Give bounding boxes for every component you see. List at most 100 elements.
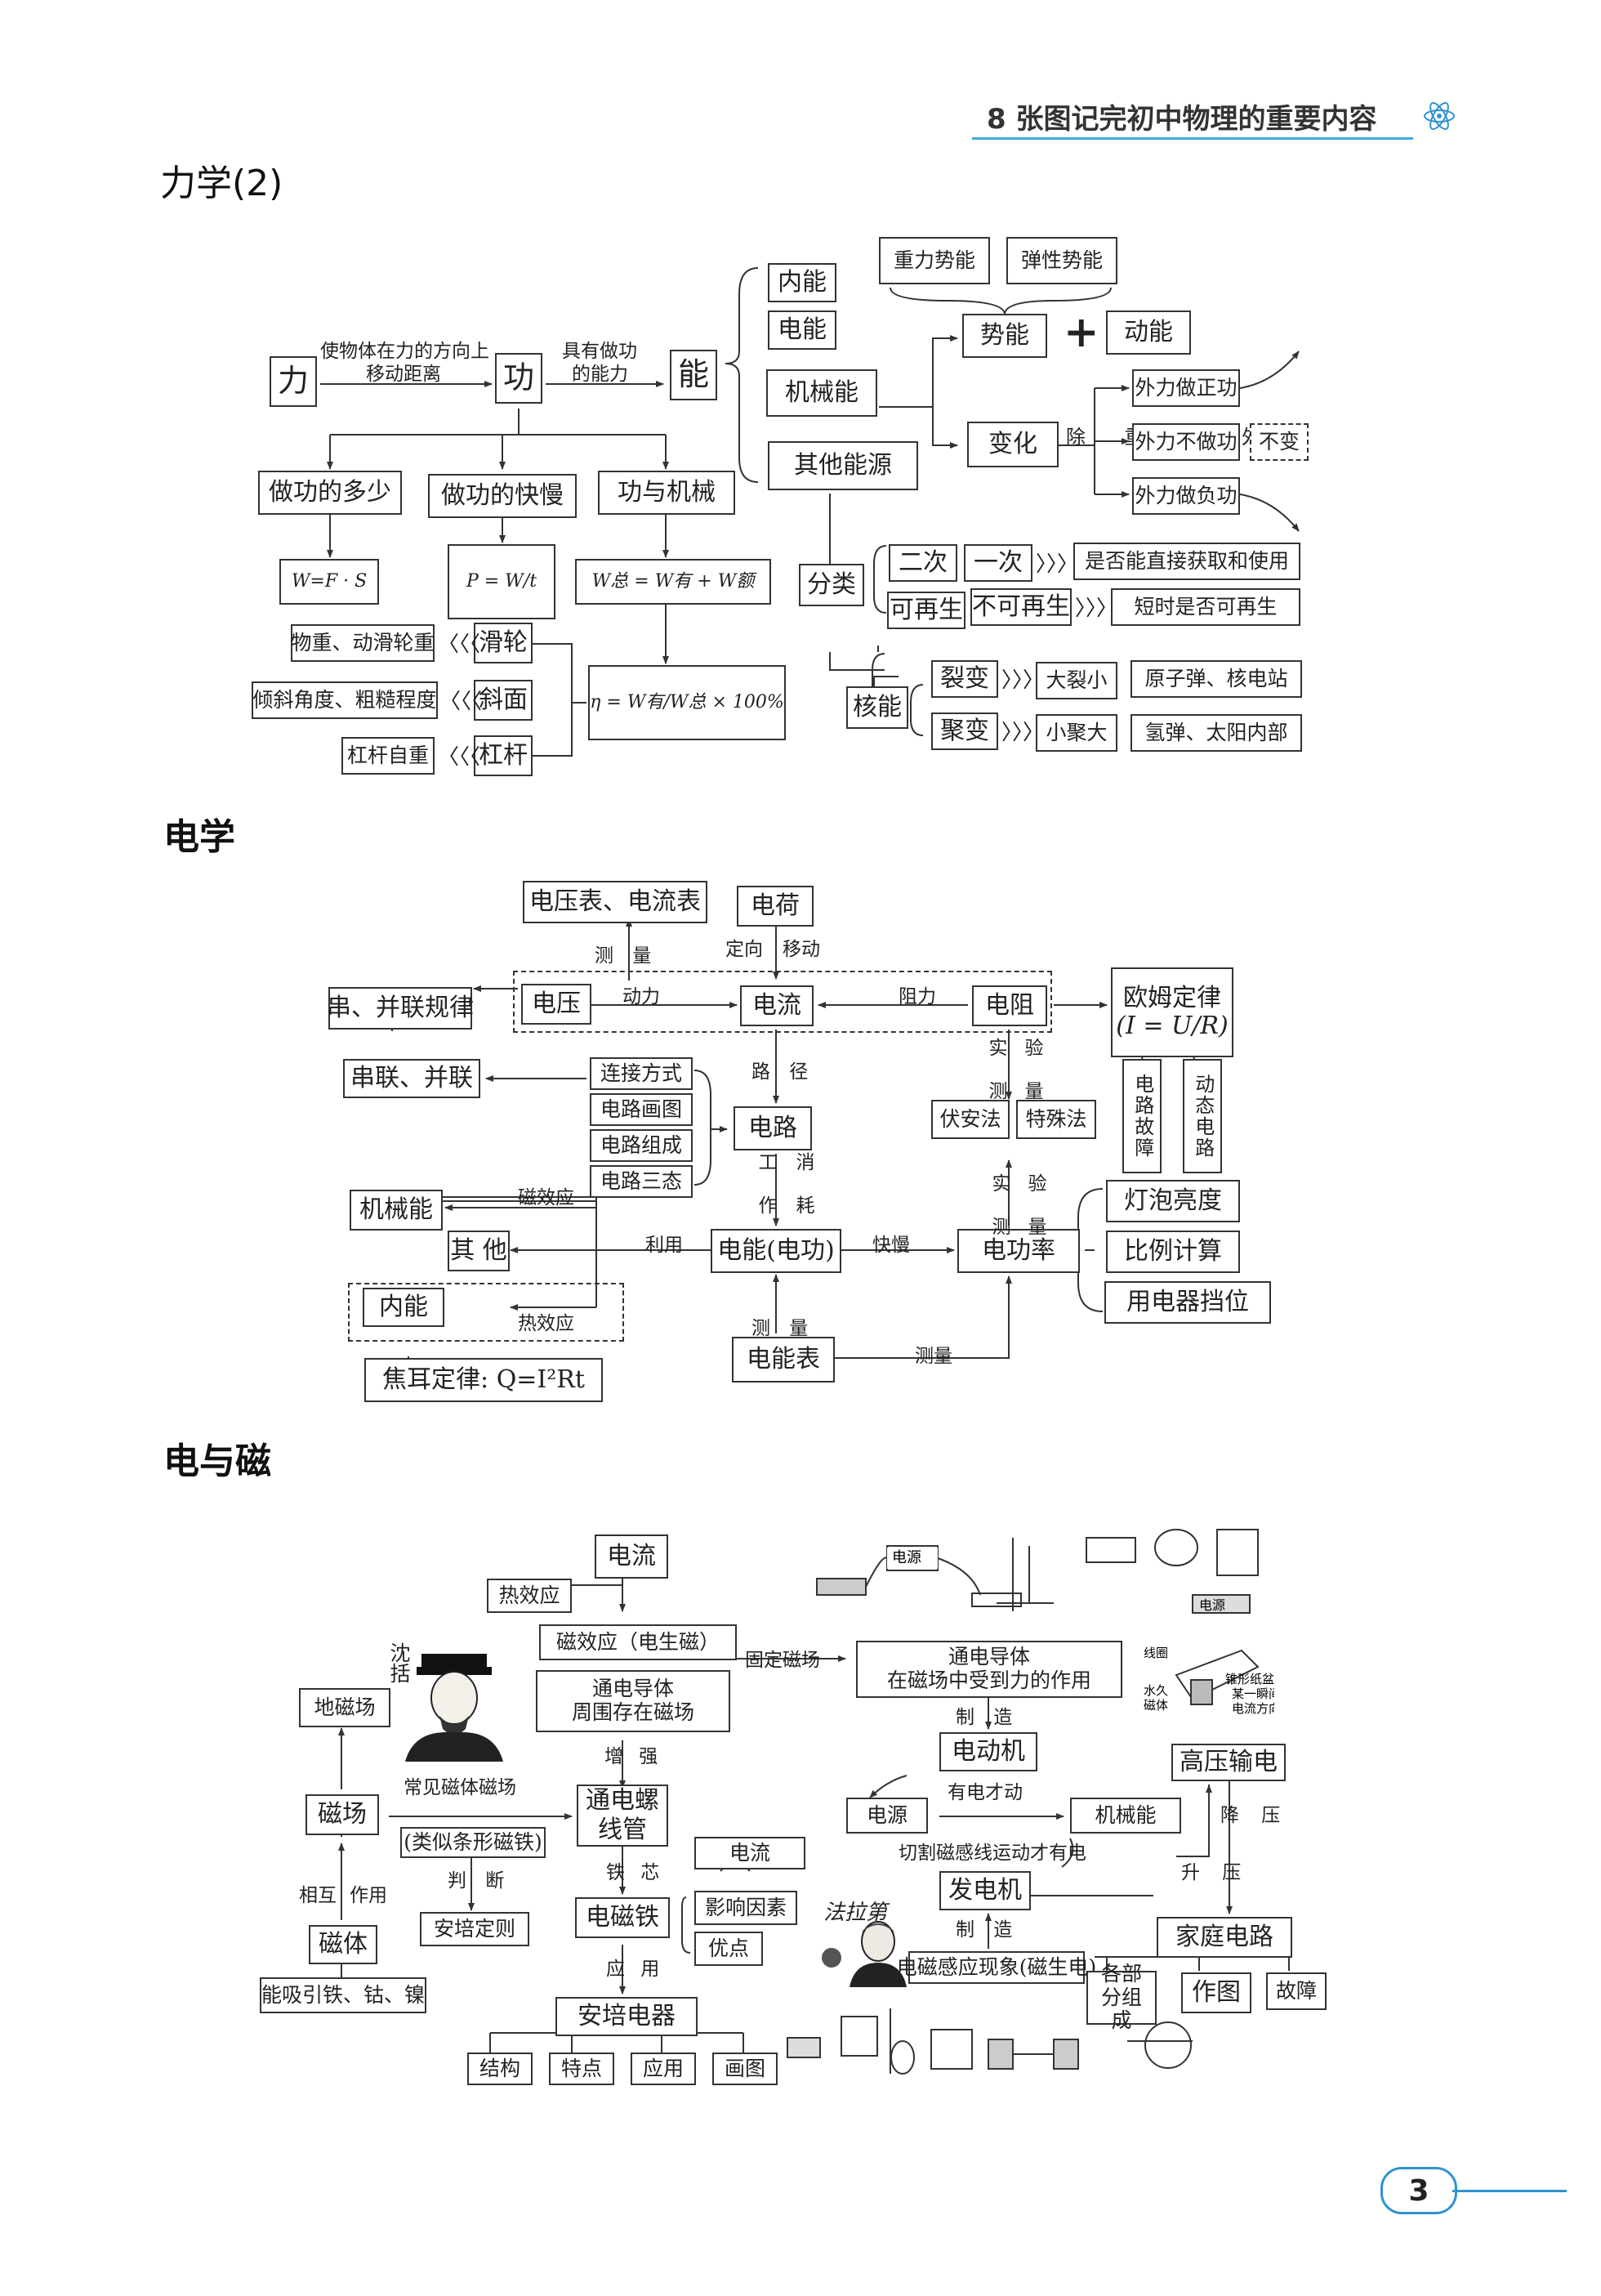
- conductor-field-line2: 周围存在磁场: [571, 1700, 694, 1724]
- electric-work-box: 电能(电功): [711, 1229, 841, 1273]
- faraday-label: 法拉第: [823, 1901, 888, 1925]
- neineng-box: 内能: [768, 263, 836, 302]
- ratio-calc-box: 比例计算: [1106, 1231, 1240, 1273]
- dashed-group-heat: [348, 1283, 624, 1342]
- gong-def-line2: 移动距离: [366, 364, 441, 385]
- ohms-law-title: 欧姆定律: [1123, 983, 1221, 1012]
- pic-coil-label: 线圈: [1144, 1646, 1168, 1660]
- energy-meter-box: 电能表: [732, 1337, 835, 1383]
- dongneng-box: 动能: [1106, 310, 1191, 355]
- judge-label: 判 断: [448, 1870, 511, 1892]
- cutting-lines-label: 切割磁感线运动才有电: [899, 1843, 1086, 1864]
- neng-box: 能: [670, 350, 717, 400]
- measure-left-label: 实 测: [985, 1038, 1006, 1101]
- conductor-field-box: 通电导体 周围存在磁场: [536, 1670, 730, 1732]
- big-split-box: 大裂小: [1036, 662, 1117, 699]
- pic-power-label: 电源: [892, 1549, 921, 1566]
- magnet-box: 磁体: [309, 1925, 377, 1964]
- gong-machine-box: 功与机械: [598, 471, 735, 515]
- power-to-move-label: 有电才动: [948, 1782, 1023, 1803]
- measure-line-label: 测量: [915, 1346, 952, 1367]
- joule-law-box: 焦耳定律: Q=I²Rt: [364, 1358, 603, 1402]
- formula-p-wt: P = W/t: [448, 544, 555, 619]
- other-energy-box: 其他能源: [768, 441, 918, 490]
- resistance-box: 电阻: [972, 985, 1047, 1026]
- influence-factors-box: 影响因素: [694, 1891, 797, 1925]
- iron-core-label: 铁 芯: [606, 1862, 665, 1883]
- section-electromagnetism-title: 电与磁: [163, 1441, 271, 1482]
- measure-right-label: 实 测: [988, 1173, 1010, 1237]
- dynamic-circuit-box: 动态电路: [1183, 1059, 1222, 1173]
- small-join-box: 小聚大: [1036, 714, 1117, 752]
- step-down-label: 降 压: [1220, 1805, 1289, 1826]
- incline-box: 斜面: [474, 680, 533, 721]
- dashed-group: [513, 971, 1052, 1033]
- speed-label: 快慢: [872, 1235, 910, 1256]
- work-label: 工 作: [755, 1152, 776, 1216]
- nuclear-box: 核能: [846, 686, 908, 729]
- em-current-small-box: 电流: [694, 1837, 805, 1869]
- fission-box: 裂变: [931, 660, 998, 698]
- lever-factor-box: 杠杆自重: [341, 737, 435, 775]
- pic-cone-label: 锥形纸盆: [1225, 1672, 1274, 1686]
- short-term-box: 短时是否可再生: [1111, 588, 1300, 626]
- apparatus-illustrations-top: 电源 电源: [816, 1529, 1259, 1614]
- apparatus-illustrations-bottom: [787, 2008, 1193, 2075]
- gong-box: 功: [495, 353, 542, 404]
- faraday-portrait: [850, 1921, 907, 1987]
- negative-work-box: 外力做负功: [1132, 477, 1240, 515]
- no-work-box: 外力不做功: [1132, 423, 1240, 461]
- em-power-source-box: 电源: [846, 1798, 928, 1834]
- gong-amount-box: 做功的多少: [258, 471, 402, 515]
- page-number-rule: [1452, 2190, 1567, 2192]
- voltammetry-box: 伏安法: [931, 1100, 1010, 1139]
- atomic-bomb-box: 原子弹、核电站: [1131, 660, 1302, 698]
- bianhua-box: 变化: [967, 422, 1059, 467]
- pic-current-dir-label: 电流方向: [1232, 1701, 1274, 1716]
- enhance-label: 增 强: [604, 1746, 663, 1767]
- fixed-field-label: 固定磁场: [745, 1650, 820, 1671]
- classify-box: 分类: [799, 564, 864, 606]
- interaction-label: 作用: [350, 1885, 387, 1906]
- series-parallel-rules-box: 串、并联规律: [327, 987, 474, 1030]
- measure-bottom-label: 测 量: [751, 1318, 815, 1339]
- appliance-gear-box: 用电器挡位: [1104, 1281, 1271, 1324]
- attract-iron-box: 能吸引铁、钴、镍: [260, 1977, 426, 2013]
- mutual-label: 相互: [299, 1885, 337, 1906]
- em-magnetic-effect-box: 磁效应（电生磁）: [539, 1624, 737, 1660]
- internal-energy-box: 内能: [363, 1288, 444, 1327]
- gong-rate-box: 做功的快慢: [428, 474, 577, 518]
- formula-w-total: W总 = W有 + W额: [575, 559, 771, 605]
- induction-box: 电磁感应现象(磁生电): [897, 1951, 1096, 1984]
- circuit-states-box: 电路三态: [590, 1165, 693, 1198]
- plotting-box: 作图: [1181, 1972, 1251, 2013]
- magnetic-field-box: 磁场: [305, 1794, 379, 1835]
- home-circuit-box: 家庭电路: [1157, 1917, 1292, 1958]
- pic-permanent-label: 水久: [1144, 1683, 1168, 1698]
- advantage-box: 优点: [694, 1932, 763, 1966]
- chevrons: 〈〈〈: [439, 690, 483, 714]
- em-current-box: 电流: [595, 1534, 668, 1579]
- unchanged-box: 不变: [1250, 423, 1309, 461]
- resistance-force-label: 阻力: [899, 986, 936, 1007]
- neng-def-line1: 具有做功: [562, 341, 637, 362]
- header-rule: [972, 137, 1413, 140]
- current-box: 电流: [740, 985, 814, 1026]
- connection-mode-box: 连接方式: [590, 1057, 693, 1090]
- drawing-box: 画图: [712, 2053, 778, 2085]
- gong-def-line1: 使物体在力的方向上: [320, 341, 489, 362]
- plus-sign: +: [1064, 307, 1099, 357]
- meters-box: 电压表、电流表: [523, 881, 707, 923]
- conductor-field-line1: 通电导体: [591, 1677, 674, 1701]
- common-field-label: 常见磁体磁场: [404, 1777, 516, 1798]
- high-voltage-box: 高压输电: [1171, 1744, 1286, 1781]
- chevrons: 〉〉〉: [1075, 596, 1118, 621]
- renewable-box: 可再生: [887, 592, 966, 629]
- elastic-pe-box: 弹性势能: [1006, 237, 1117, 284]
- li-box: 力: [270, 356, 317, 407]
- neng-def-line2: 的能力: [572, 364, 628, 385]
- hydrogen-bomb-box: 氢弹、太阳内部: [1131, 714, 1302, 752]
- motor-box: 电动机: [939, 1732, 1037, 1771]
- em-heat-effect-box: 热效应: [487, 1579, 572, 1613]
- pulley-box: 滑轮: [474, 623, 533, 663]
